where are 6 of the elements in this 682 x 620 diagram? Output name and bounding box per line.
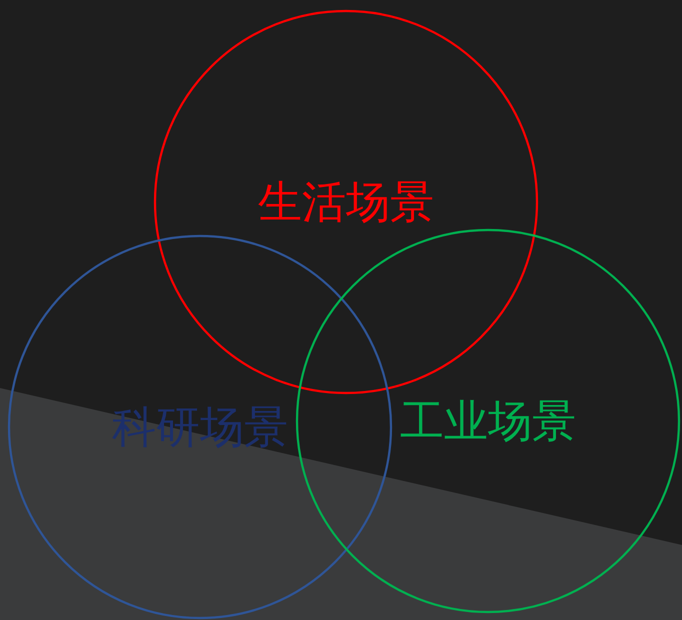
circle-label: 科研场景 (112, 400, 288, 454)
circle-label: 工业场景 (400, 394, 576, 448)
venn-circle (8, 235, 392, 619)
circle-label: 生活场景 (258, 176, 434, 230)
venn-circle (154, 10, 538, 394)
venn-circle (296, 229, 680, 613)
